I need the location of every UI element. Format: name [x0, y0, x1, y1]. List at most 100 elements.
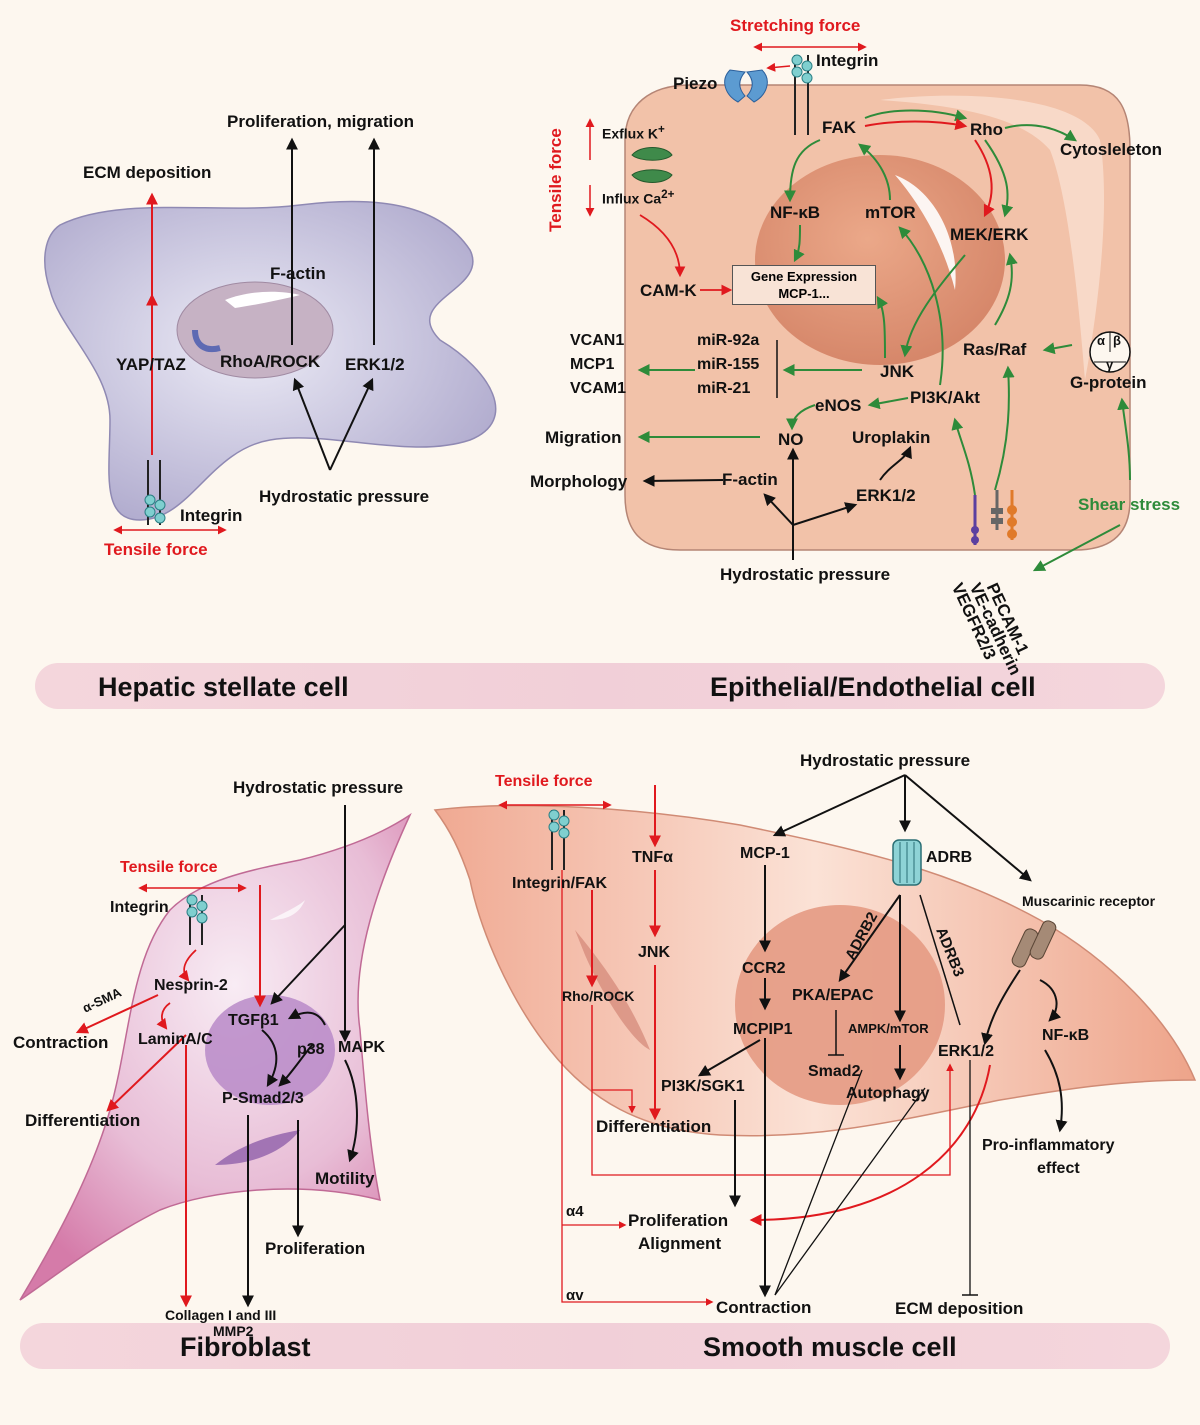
- adrb-icon: [892, 839, 922, 886]
- panel-title-smc: Smooth muscle cell: [703, 1332, 957, 1362]
- endo-hydro-label: Hydrostatic pressure: [720, 565, 891, 584]
- piezo-icon: [724, 69, 768, 103]
- endo-migration-label: Migration: [545, 428, 622, 447]
- smc-diff-label: Differentiation: [596, 1117, 712, 1136]
- hsc-nucleus: [176, 281, 334, 379]
- endo-morphology-label: Morphology: [530, 472, 628, 491]
- fibroblast-nucleus: [205, 995, 335, 1105]
- endo-jnk-label: JNK: [880, 362, 915, 381]
- hsc-rhoa-label: RhoA/ROCK: [220, 352, 321, 371]
- endo-cyto-label: Cytosleleton: [1060, 140, 1163, 159]
- smc-prolif-label: Proliferation: [628, 1211, 729, 1230]
- endo-tensile-label: Tensile force: [545, 128, 565, 232]
- endo-mtor-label: mTOR: [865, 203, 916, 222]
- fibro-nesprin-label: Nesprin-2: [154, 977, 228, 994]
- hsc-tensile-label: Tensile force: [104, 540, 208, 559]
- smc-proinf2-label: effect: [1037, 1160, 1080, 1177]
- fibro-integrin-icon: [186, 894, 208, 945]
- endo-erk-label: ERK1/2: [856, 486, 916, 505]
- smc-smad2-label: Smad2: [808, 1063, 861, 1080]
- muscarinic-receptor-icon: [1011, 920, 1057, 968]
- fibro-motility-label: Motility: [315, 1169, 375, 1188]
- smc-muscarinic-label: Muscarinic receptor: [1022, 893, 1156, 909]
- smc-jnk-label: JNK: [638, 944, 671, 961]
- endo-efflux-label: Exflux K+: [602, 123, 665, 142]
- fibro-contraction-label: Contraction: [13, 1033, 109, 1052]
- smc-ampk-label: AMPK/mTOR: [848, 1021, 929, 1036]
- endo-integrin-icon: [791, 54, 813, 135]
- hsc-prolif-label: Proliferation, migration: [227, 112, 415, 131]
- smc-adrb-label: ADRB: [926, 849, 973, 866]
- fibro-mapk-label: MAPK: [338, 1039, 386, 1056]
- gprotein-alpha: α: [1097, 333, 1105, 348]
- fibro-psmad-label: P-Smad2/3: [222, 1090, 304, 1107]
- endo-rho-label: Rho: [970, 120, 1004, 139]
- endo-factin-label: F-actin: [722, 470, 778, 489]
- smc-a4-label: α4: [566, 1203, 584, 1220]
- endo-shear-label: Shear stress: [1078, 495, 1181, 514]
- hsc-yap-label: YAP/TAZ: [116, 355, 186, 374]
- gene-expression-line1: Gene Expression: [750, 269, 858, 284]
- gene-expression-line2: MCP-1...: [778, 286, 830, 301]
- smc-mcpip1-label: MCPIP1: [733, 1021, 793, 1038]
- endo-nucleus: [755, 155, 1005, 365]
- smc-tensile-label: Tensile force: [495, 773, 593, 790]
- endo-mir21-label: miR-21: [697, 380, 751, 397]
- smc-pi3k-label: PI3K/SGK1: [661, 1078, 745, 1095]
- smc-align-label: Alignment: [638, 1234, 722, 1253]
- top-title-band: [35, 663, 1165, 709]
- hsc-integrin-icon: [144, 460, 166, 525]
- fibro-mmp2-label: MMP2: [213, 1323, 254, 1339]
- smc-autophagy-label: Autophagy: [846, 1085, 930, 1102]
- bottom-title-band: [20, 1323, 1170, 1369]
- smc-integrin-icon: [548, 809, 570, 870]
- gene-expression-box: Gene Expression MCP-1...: [732, 265, 876, 305]
- fibro-prolif-label: Proliferation: [265, 1239, 366, 1258]
- fibro-p38-label: p38: [297, 1041, 325, 1058]
- gprotein-icon: [1089, 331, 1131, 373]
- endo-influx-label: Influx Ca2+: [602, 188, 675, 207]
- fibro-hydro-label: Hydrostatic pressure: [233, 778, 404, 797]
- smc-av-label: αv: [566, 1287, 584, 1304]
- endo-mir92-label: miR-92a: [697, 332, 760, 349]
- endo-stretch-label: Stretching force: [730, 16, 861, 35]
- smc-mcp1-label: MCP-1: [740, 845, 790, 862]
- fibro-diff-label: Differentiation: [25, 1111, 141, 1130]
- smc-intfak-label: Integrin/FAK: [512, 875, 608, 892]
- endo-uroplakin-label: Uroplakin: [852, 428, 931, 447]
- hsc-erk-label: ERK1/2: [345, 355, 405, 374]
- fibro-tensile-label: Tensile force: [120, 859, 218, 876]
- fibro-collagen-label: Collagen I and III: [165, 1307, 277, 1323]
- smc-pka-label: PKA/EPAC: [792, 987, 874, 1004]
- fibro-integrin-label: Integrin: [110, 899, 169, 916]
- smc-contraction-label: Contraction: [716, 1298, 812, 1317]
- endo-nfkb-label: NF-κB: [770, 203, 821, 222]
- hsc-integrin-label: Integrin: [180, 506, 243, 525]
- panel-title-fibro: Fibroblast: [180, 1332, 311, 1362]
- smc-tnfa-label: TNFα: [632, 849, 673, 866]
- smc-rhorock-label: Rho/ROCK: [562, 988, 635, 1004]
- endo-fak-label: FAK: [822, 118, 856, 137]
- gprotein-beta: β: [1113, 333, 1121, 348]
- endo-mir155-label: miR-155: [697, 356, 760, 373]
- endo-mekerk-label: MEK/ERK: [950, 225, 1029, 244]
- endo-pi3k-label: PI3K/Akt: [910, 388, 980, 407]
- fibro-tgf-label: TGFβ1: [228, 1012, 279, 1029]
- smc-ccr2-label: CCR2: [742, 960, 786, 977]
- hsc-ecm-label: ECM deposition: [83, 163, 212, 182]
- ion-channel-icon: [631, 147, 673, 183]
- smc-ecm-label: ECM deposition: [895, 1299, 1024, 1318]
- panel-title-endo: Epithelial/Endothelial cell: [710, 672, 1036, 702]
- panel-title-hsc: Hepatic stellate cell: [98, 672, 349, 702]
- smc-nucleus: [735, 905, 945, 1105]
- endo-vcam1-label: VCAM1: [570, 380, 627, 397]
- smc-hydro-label: Hydrostatic pressure: [800, 751, 971, 770]
- endo-gprotein-label: G-protein: [1070, 373, 1147, 392]
- endo-camk-label: CAM-K: [640, 281, 697, 300]
- endo-rasraf-label: Ras/Raf: [963, 340, 1027, 359]
- hsc-hydro-label: Hydrostatic pressure: [259, 487, 430, 506]
- smc-nfkb-label: NF-κB: [1042, 1027, 1090, 1044]
- endo-vcan1-label: VCAN1: [570, 332, 625, 349]
